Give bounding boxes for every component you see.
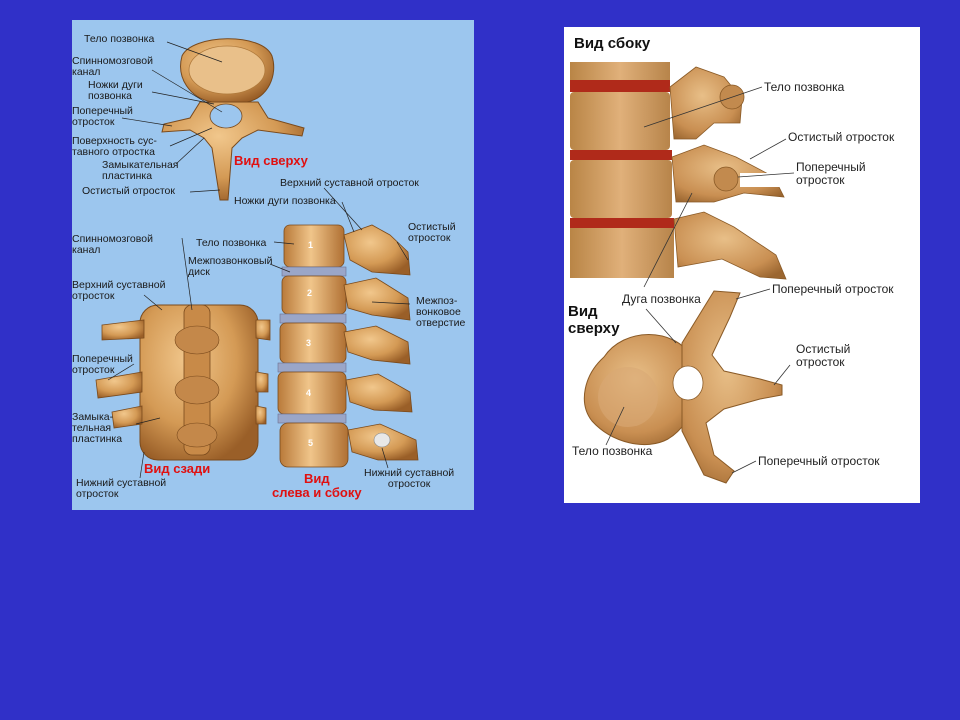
label-spinous-side-right: Остистый отросток [788,130,895,144]
side-view-spine [570,62,787,280]
label-superior-articular-back: Верхний суставной отросток [72,279,166,302]
label-transverse-side-right: Поперечный отросток [796,160,866,187]
label-lamina-back: Замыка- тельная пластинка [72,411,123,445]
view-label-left-side: Вид слева и сбоку [272,471,362,500]
label-spinous-side: Остистый отросток [408,221,456,244]
side-view-column [277,224,419,468]
label-superior-articular-side: Верхний суставной отросток [280,177,419,189]
label-intervertebral-foramen: Межпоз- вонковое отверстие [416,295,466,329]
label-vertebral-body-side: Тело позвонка [196,237,267,249]
label-transverse-top-lower: Поперечный отросток [758,454,880,468]
label-arch: Дуга позвонка [622,292,701,306]
label-vertebral-body-top: Тело позвонка [84,33,155,45]
label-spinous-top-right: Остистый отросток [796,342,851,369]
leader-lines [107,41,411,479]
view-label-top: Вид сверху [234,153,308,168]
label-lamina-top: Замыкательная пластинка [102,159,179,182]
view-label-back: Вид сзади [144,461,211,476]
label-spinal-canal-top: Спинномозговой канал [72,55,153,78]
label-transverse-back: Поперечный отросток [72,353,133,376]
vertebra-number-5: 5 [308,438,314,448]
label-body-top-right: Тело позвонка [572,444,653,458]
vertebra-number-3: 3 [306,338,312,348]
vertebra-side-top-figure: Вид сбоку Вид сверху Тело позвонка Остис… [564,27,920,503]
label-arch-pedicles-top: Ножки дуги позвонка [88,79,143,102]
label-inferior-articular-back: Нижний суставной отросток [76,477,167,500]
lumbar-vertebra-illustration [95,38,419,479]
title-top-view: Вид сверху [568,303,620,337]
label-intervertebral-disc: Межпозвонковый диск [188,255,273,278]
right-leader-lines [605,86,795,474]
label-transverse-top-upper: Поперечный отросток [772,282,894,296]
title-side-view: Вид сбоку [574,35,651,52]
label-body-side: Тело позвонка [764,80,845,94]
label-spinous-top: Остистый отросток [82,185,175,197]
label-inferior-articular-side: Нижний суставной отросток [364,467,455,490]
label-arch-pedicles-side: Ножки дуги позвонка [234,195,336,207]
top-view-vertebra [161,38,305,201]
label-transverse-top: Поперечный отросток [72,105,133,128]
label-articular-surface: Поверхность сус- тавного отростка [72,135,157,158]
vertebra-number-4: 4 [306,388,312,398]
back-view-column [95,304,271,461]
lumbar-vertebra-atlas-figure: 1 2 3 4 5 Тело позвонка Спинномозговой к… [72,20,474,510]
vertebra-side-top-illustration [570,62,795,484]
vertebra-number-1: 1 [308,240,314,250]
top-view-vertebra-right [583,290,783,484]
label-spinal-canal-back: Спинномозговой канал [72,233,153,256]
vertebra-number-2: 2 [307,288,313,298]
